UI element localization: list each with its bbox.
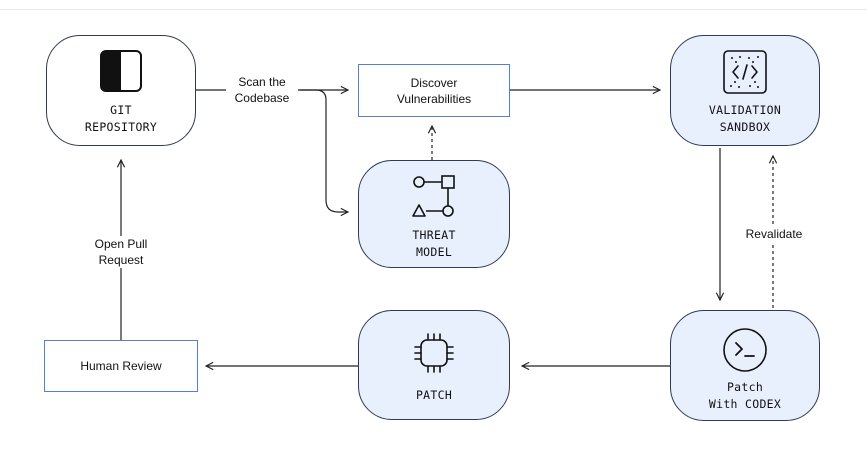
- repository-icon: [100, 50, 142, 92]
- code-sandbox-icon: [723, 50, 767, 94]
- chip-icon: [414, 333, 454, 373]
- human-review-node[interactable]: Human Review: [44, 340, 198, 392]
- edge-scan-to-threat-model: [300, 89, 348, 212]
- patch-with-codex-label: Patch With CODEX: [708, 380, 782, 411]
- patch-label: PATCH: [415, 388, 453, 402]
- discover-vulnerabilities-label: Discover Vulnerabilities: [396, 75, 472, 106]
- threat-model-node[interactable]: THREAT MODEL: [358, 160, 510, 268]
- terminal-icon: [723, 328, 767, 372]
- top-divider: [0, 9, 867, 10]
- threat-model-label: THREAT MODEL: [412, 228, 456, 259]
- discover-vulnerabilities-node[interactable]: Discover Vulnerabilities: [358, 64, 510, 117]
- git-repository-label: GIT REPOSITORY: [84, 103, 158, 134]
- validation-sandbox-label: VALIDATION SANDBOX: [708, 103, 782, 134]
- human-review-label: Human Review: [80, 359, 162, 373]
- threat-model-icon: [412, 175, 455, 217]
- patch-with-codex-node[interactable]: Patch With CODEX: [670, 310, 820, 421]
- patch-node[interactable]: PATCH: [358, 310, 510, 420]
- validation-sandbox-node[interactable]: VALIDATION SANDBOX: [670, 35, 820, 146]
- edge-label-open-pull-request: Open Pull Request: [84, 236, 158, 268]
- git-repository-node[interactable]: GIT REPOSITORY: [46, 35, 196, 146]
- edge-label-scan-codebase: Scan the Codebase: [226, 74, 298, 106]
- edge-label-revalidate: Revalidate: [738, 226, 810, 242]
